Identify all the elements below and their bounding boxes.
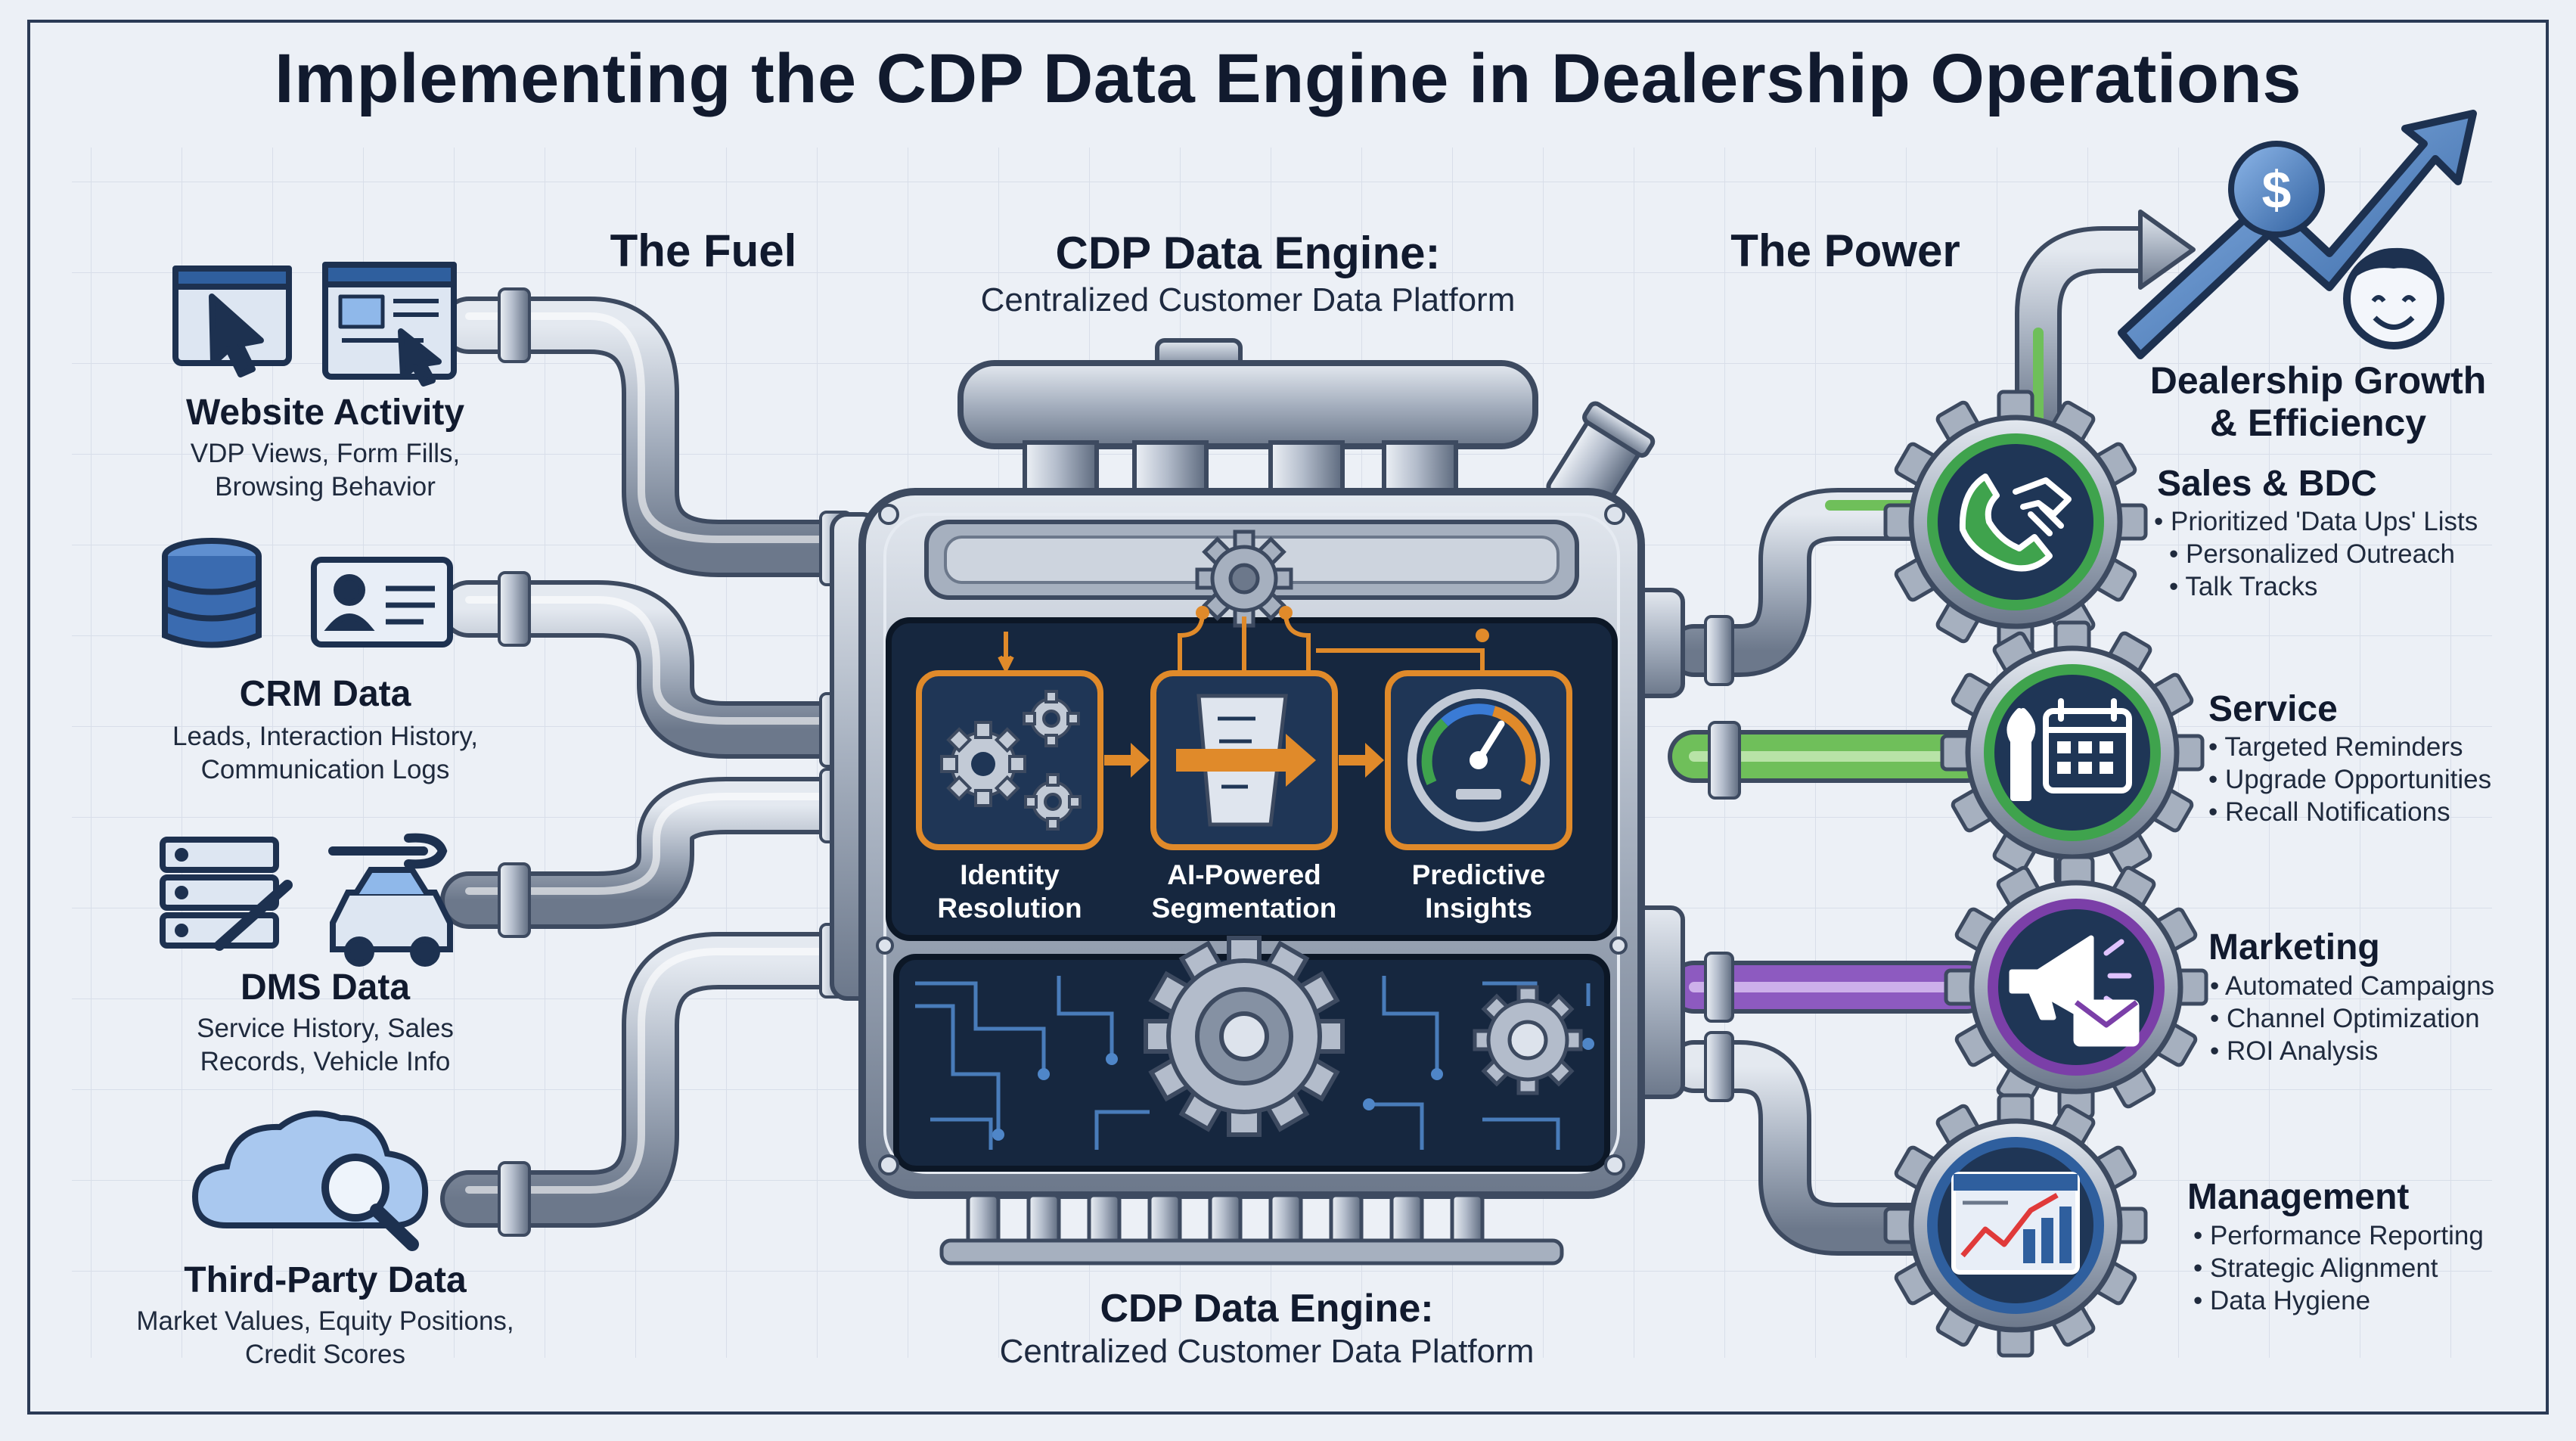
engine-connectors [998,612,1485,674]
source-label-website: Website Activity [185,393,465,433]
source-desc-dms-2: Records, Vehicle Info [200,1047,451,1076]
engine-footer-subtitle: Centralized Customer Data Platform [999,1333,1535,1370]
source-desc-website-1: VDP Views, Form Fills, [190,439,461,468]
gauge-icon [1407,689,1550,831]
funnel-arrow-icon [1176,694,1316,827]
growth-label: Dealership Growth& Efficiency [2149,359,2487,444]
stage-arrows [1104,743,1384,778]
output-label-marketing: Marketing [2208,927,2380,967]
output-flanges [1704,615,1741,1102]
source-desc-third-party-1: Market Values, Equity Positions, [136,1306,514,1336]
outer-frame [27,20,2549,1415]
megaphone-envelope-icon [2009,935,2140,1047]
cloud-magnifier-icon [191,1110,429,1251]
server-wrench-car-icon [160,833,453,967]
output-gear-sales [1883,390,2148,654]
source-label-third-party: Third-Party Data [184,1260,467,1300]
output-list-management: Performance Reporting Strategic Alignmen… [2193,1219,2484,1317]
handshake-phone-icon [1959,474,2072,572]
chart-dashboard-icon [1951,1172,2080,1275]
source-desc-website-2: Browsing Behavior [215,472,436,502]
source-label-crm: CRM Data [239,674,411,714]
output-list-marketing: Automated Campaigns Channel Optimization… [2210,970,2494,1067]
database-id-card-icon [162,538,453,648]
output-label-sales: Sales & BDC [2157,464,2377,504]
power-heading: The Power [1730,225,1960,276]
output-label-management: Management [2187,1177,2410,1217]
smiley-face-icon [2343,247,2444,349]
fuel-heading: The Fuel [610,225,797,276]
growth-pipe [2015,210,2196,451]
source-desc-crm-2: Communication Logs [200,755,450,784]
browser-cursor-icon [172,262,457,387]
input-pipes [440,297,895,1228]
engine-top-gear-icon [1195,530,1293,628]
source-desc-crm-1: Leads, Interaction History, [172,722,478,751]
engine-main-gear-icon [1144,936,1345,1137]
engine-footer-title: CDP Data Engine: [1100,1287,1434,1331]
engine-heading-title: CDP Data Engine: [1055,228,1441,278]
source-desc-third-party-2: Credit Scores [244,1340,406,1369]
engine-heading-subtitle: Centralized Customer Data Platform [980,281,1516,318]
output-list-sales: Prioritized 'Data Ups' Lists Personalize… [2154,505,2478,603]
wrench-calendar-icon [2006,698,2132,801]
growth-arrow-icon: $ [2118,110,2477,359]
dollar-sign: $ [2262,160,2292,219]
dollar-coin-icon [2228,141,2325,238]
source-desc-dms-1: Service History, Sales [197,1014,454,1043]
output-list-service: Targeted Reminders Upgrade Opportunities… [2208,731,2491,828]
page-title: Implementing the CDP Data Engine in Deal… [275,40,2301,117]
output-label-service: Service [2208,689,2338,729]
source-label-dms: DMS Data [240,967,411,1008]
gears-icon [940,690,1082,831]
engine-small-gear-icon [1473,985,1583,1095]
